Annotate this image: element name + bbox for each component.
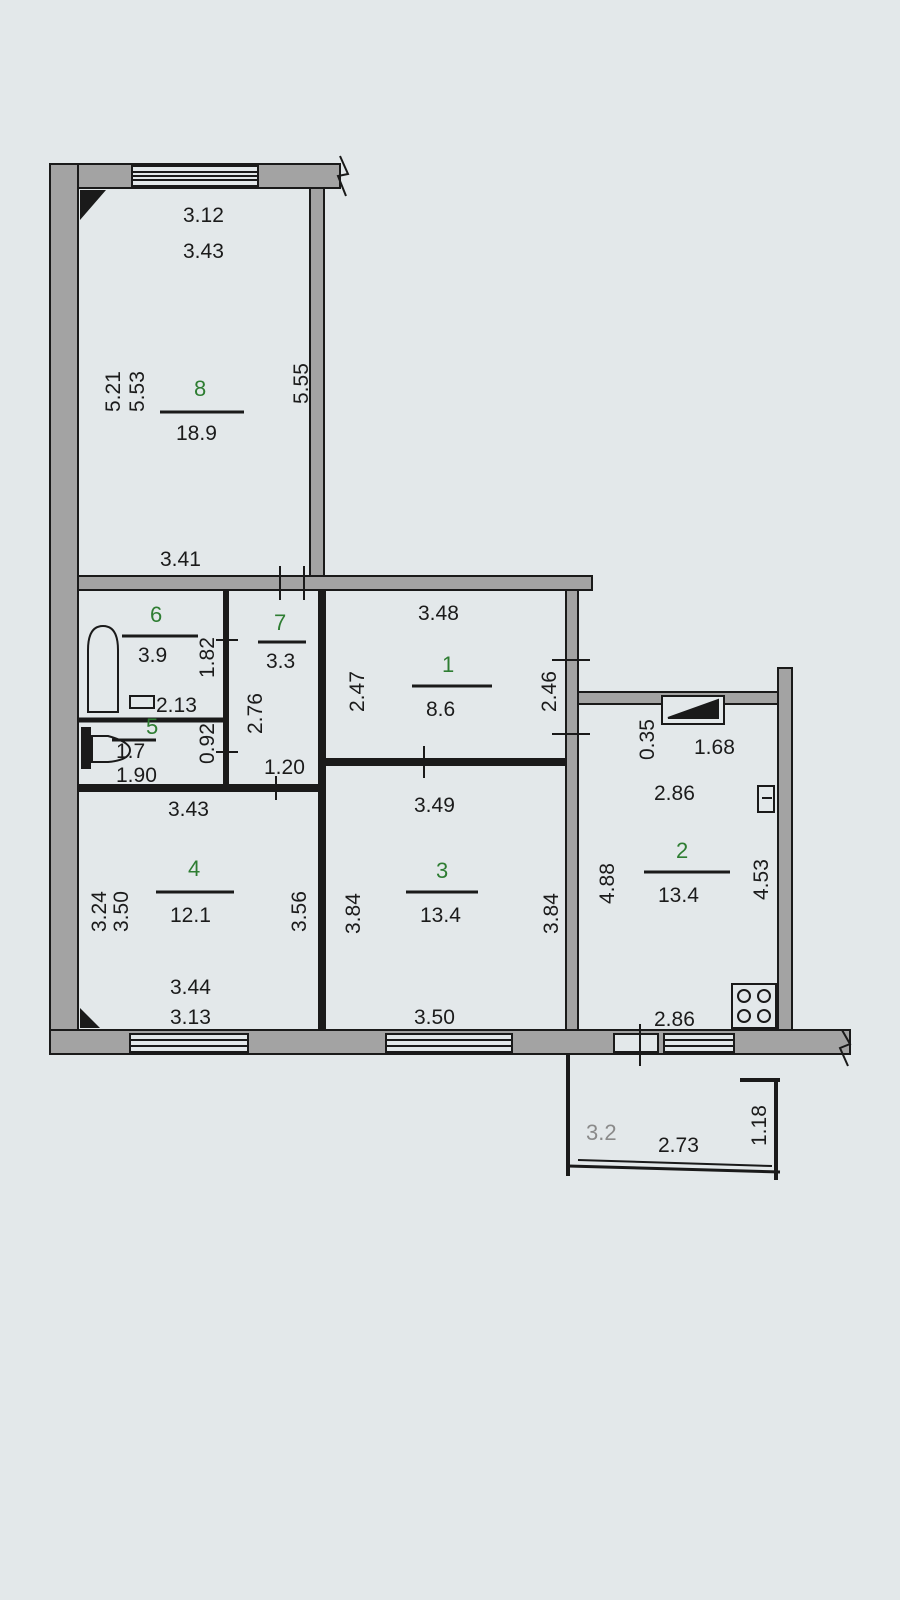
room8-len-left-2: 5.53 [126, 371, 149, 412]
room2-width-top: 2.86 [654, 782, 695, 805]
room1-len-left: 2.47 [346, 671, 369, 712]
kitchen-right-wall [777, 667, 793, 1054]
room2-width-bottom: 2.86 [654, 1008, 695, 1031]
room8-len-left: 5.21 [102, 371, 125, 412]
room6-len: 1.82 [196, 637, 219, 678]
room8-len-right: 5.55 [290, 363, 313, 404]
balcony-door [613, 1033, 659, 1053]
window-room3 [385, 1033, 513, 1053]
balcony-number: 3.2 [586, 1120, 617, 1145]
windows [129, 165, 735, 1053]
room4-len-left-2: 3.50 [110, 891, 133, 932]
room3-width-bottom: 3.50 [414, 1006, 455, 1029]
room4-width-top: 3.43 [168, 798, 209, 821]
window-top [131, 165, 259, 187]
area-underlines [112, 410, 730, 894]
balcony-depth: 1.18 [748, 1105, 771, 1146]
room5-width: 1.90 [116, 764, 157, 787]
room8-width-bottom: 3.41 [160, 548, 201, 571]
kitchen-sink-icon [757, 785, 775, 813]
window-room4 [129, 1033, 249, 1053]
mid-wall-upper [77, 575, 593, 591]
room4-area: 12.1 [170, 904, 211, 927]
room8-width-top: 3.12 [183, 204, 224, 227]
room1-len-right: 2.46 [538, 671, 561, 712]
room7-number: 7 [274, 610, 286, 635]
room1-right-wall [565, 589, 579, 1043]
bathtub-icon [87, 624, 119, 713]
stove-icon [731, 983, 777, 1029]
room4-width-bottom-2: 3.13 [170, 1006, 211, 1029]
corner-mark-room4 [80, 1008, 100, 1028]
room4-number: 4 [188, 856, 200, 881]
vent-shaft-icon [661, 695, 725, 725]
room2-niche-depth: 0.35 [636, 719, 659, 760]
room8-width-top-2: 3.43 [183, 240, 224, 263]
room1-area: 8.6 [426, 698, 455, 721]
room5-number: 5 [146, 714, 158, 739]
room1-number: 1 [442, 652, 454, 677]
wall-break-marks [336, 155, 852, 1067]
room4-len-left: 3.24 [88, 891, 111, 932]
corner-mark-room8 [80, 190, 106, 220]
room2-len-left: 4.88 [596, 863, 619, 904]
room1-width-top: 3.48 [418, 602, 459, 625]
room3-area: 13.4 [420, 904, 461, 927]
room8-area: 18.9 [176, 422, 217, 445]
window-kitchen [663, 1033, 735, 1053]
room2-len-right: 4.53 [750, 859, 773, 900]
room4-len-right: 3.56 [288, 891, 311, 932]
sink-icon [129, 695, 155, 709]
room2-area: 13.4 [658, 884, 699, 907]
room1-width-bottom: 3.49 [414, 794, 455, 817]
room5-area: 1.7 [116, 740, 145, 763]
partitions [78, 590, 566, 1030]
room6-number: 6 [150, 602, 162, 627]
room8-number: 8 [194, 376, 206, 401]
room3-len-right: 3.84 [540, 893, 563, 934]
room5-len: 0.92 [196, 723, 219, 764]
room3-len-left: 3.84 [342, 893, 365, 934]
room6-width: 2.13 [156, 694, 197, 717]
balcony [566, 1054, 781, 1180]
room3-number: 3 [436, 858, 448, 883]
balcony-width: 2.73 [658, 1134, 699, 1157]
room4-width-bottom: 3.44 [170, 976, 211, 999]
room6-area: 3.9 [138, 644, 167, 667]
room2-number: 2 [676, 838, 688, 863]
left-wall [49, 163, 79, 1045]
room2-niche-width: 1.68 [694, 736, 735, 759]
door-ticks [216, 566, 641, 1066]
room7-area: 3.3 [266, 650, 295, 673]
room7-len: 2.76 [244, 693, 267, 734]
room7-width: 1.20 [264, 756, 305, 779]
